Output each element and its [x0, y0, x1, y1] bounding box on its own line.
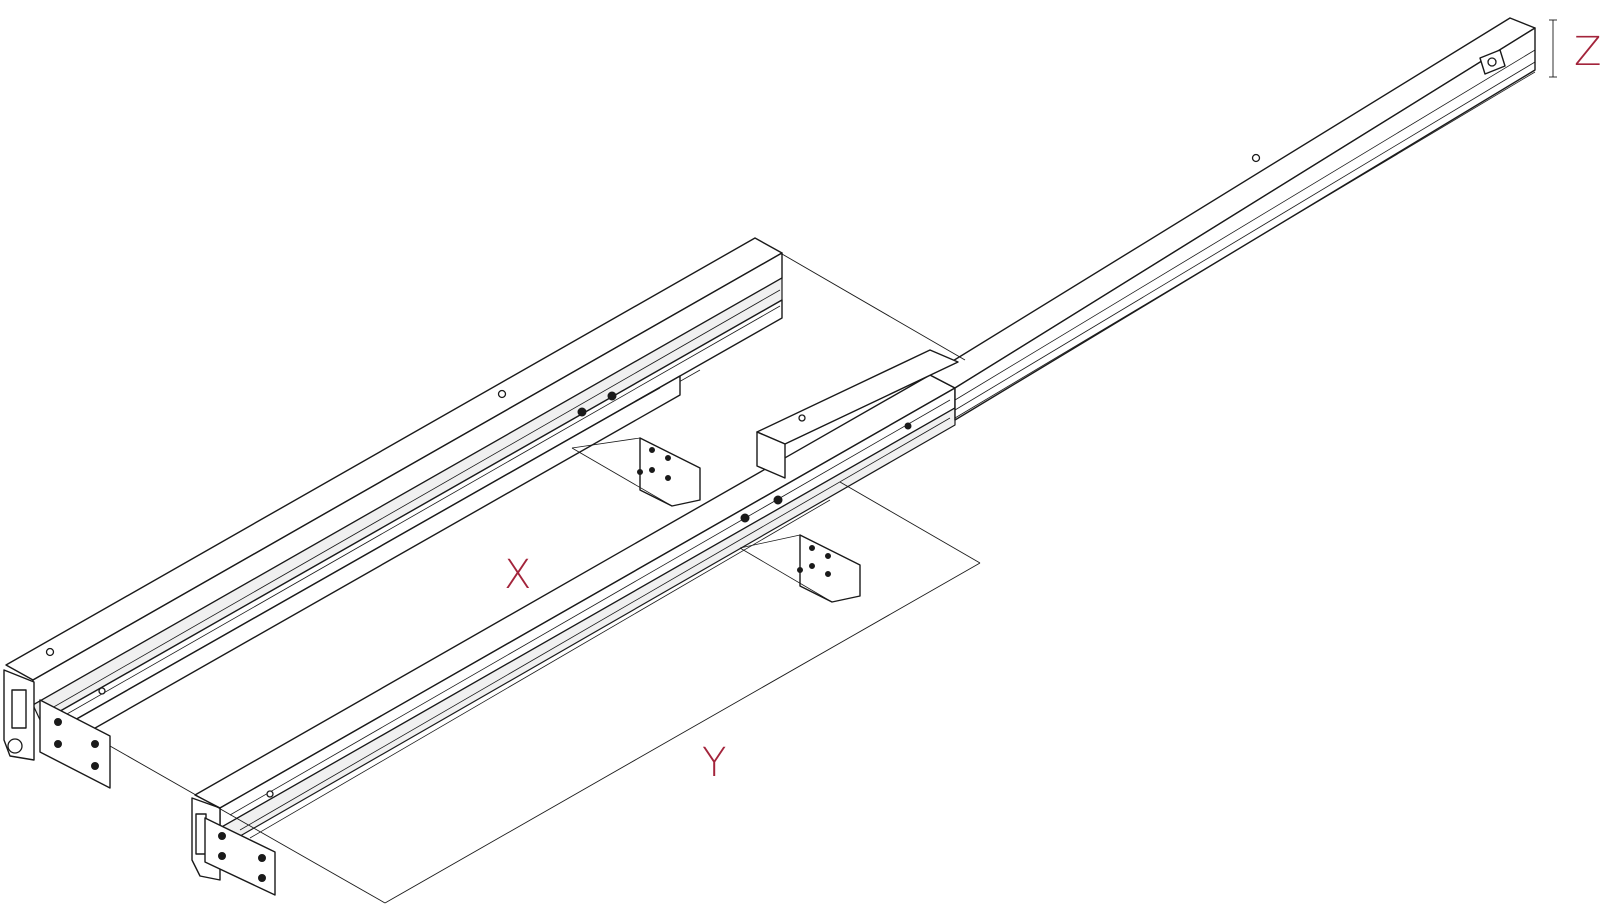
- left-rail: [3, 237, 783, 789]
- dimension-label-x: X: [504, 552, 531, 598]
- dimension-label-z: Z: [1574, 29, 1600, 75]
- dimension-label-y: Y: [702, 740, 726, 786]
- right-rail: [191, 17, 1536, 896]
- dimension-lines: [109, 19, 1557, 904]
